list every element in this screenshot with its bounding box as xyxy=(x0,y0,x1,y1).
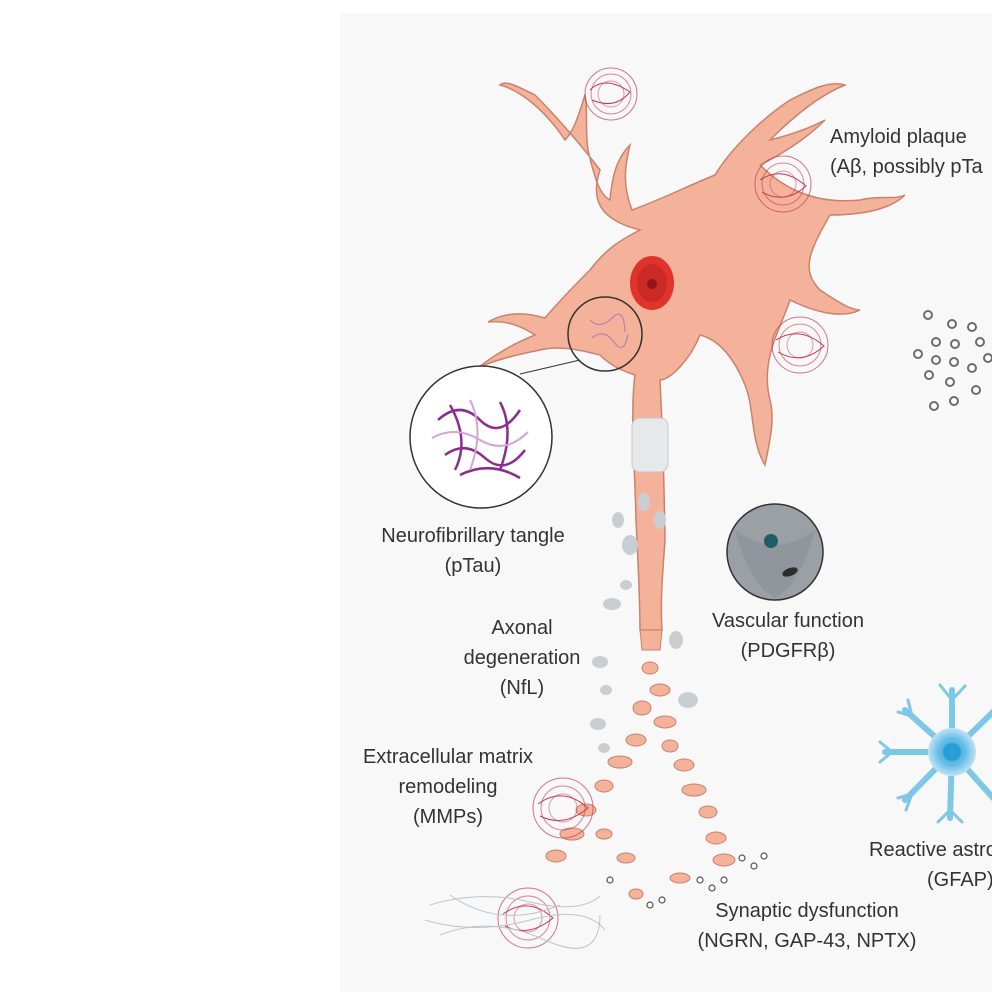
plaque-4 xyxy=(532,777,594,839)
plaque-5 xyxy=(497,887,559,949)
label-vascular-function: Vascular function (PDGFRβ) xyxy=(700,606,876,666)
figure-panel xyxy=(340,14,992,992)
neuron xyxy=(477,82,906,631)
label-amyloid-plaque: Amyloid plaque (Aβ, possibly pTa xyxy=(830,122,983,182)
label-synaptic-line2: (NGRN, GAP-43, NPTX) xyxy=(697,930,917,952)
neurofibrillary-tangle xyxy=(409,365,553,509)
label-axonal-line1: Axonal xyxy=(491,617,553,639)
label-ecm-line2: remodeling xyxy=(398,776,498,798)
label-vascular-line2: (PDGFRβ) xyxy=(740,640,836,662)
label-tangle-line1: Neurofibrillary tangle xyxy=(381,525,565,547)
plaque-1 xyxy=(584,67,638,121)
label-axonal-line3: (NfL) xyxy=(499,677,545,699)
label-astro-line2: (GFAP) xyxy=(927,869,992,891)
debris xyxy=(590,493,698,753)
plaque-2 xyxy=(754,155,812,213)
label-amyloid-line2: (Aβ, possibly pTa xyxy=(830,156,983,178)
axon-fragments xyxy=(545,629,736,900)
amyloid-plaques xyxy=(497,67,829,949)
label-vascular-line1: Vascular function xyxy=(712,610,864,632)
label-synaptic-dysfunction: Synaptic dysfunction (NGRN, GAP-43, NPTX… xyxy=(690,896,924,956)
vascular-pericyte xyxy=(726,503,824,601)
label-synaptic-line1: Synaptic dysfunction xyxy=(715,900,899,922)
label-axonal-degeneration: Axonal degeneration (NfL) xyxy=(452,613,592,703)
protein-dots xyxy=(913,310,992,411)
label-ecm-line1: Extracellular matrix xyxy=(362,746,534,768)
label-extracellular-matrix: Extracellular matrix remodeling (MMPs) xyxy=(350,742,546,832)
matrix-fibers xyxy=(424,894,606,949)
label-amyloid-line1: Amyloid plaque xyxy=(830,126,967,148)
label-axonal-line2: degeneration xyxy=(463,647,581,669)
plaque-3 xyxy=(771,316,829,374)
label-reactive-astrocyte: Reactive astro (GFAP) xyxy=(869,835,992,895)
label-ecm-line3: (MMPs) xyxy=(413,806,483,828)
label-tangle-line2: (pTau) xyxy=(444,555,502,577)
synaptic-vesicles xyxy=(606,852,768,909)
myelin-segment xyxy=(631,417,669,473)
label-neurofibrillary-tangle: Neurofibrillary tangle (pTau) xyxy=(368,521,578,581)
label-astro-line1: Reactive astro xyxy=(869,839,992,861)
reactive-astrocyte xyxy=(878,683,992,824)
